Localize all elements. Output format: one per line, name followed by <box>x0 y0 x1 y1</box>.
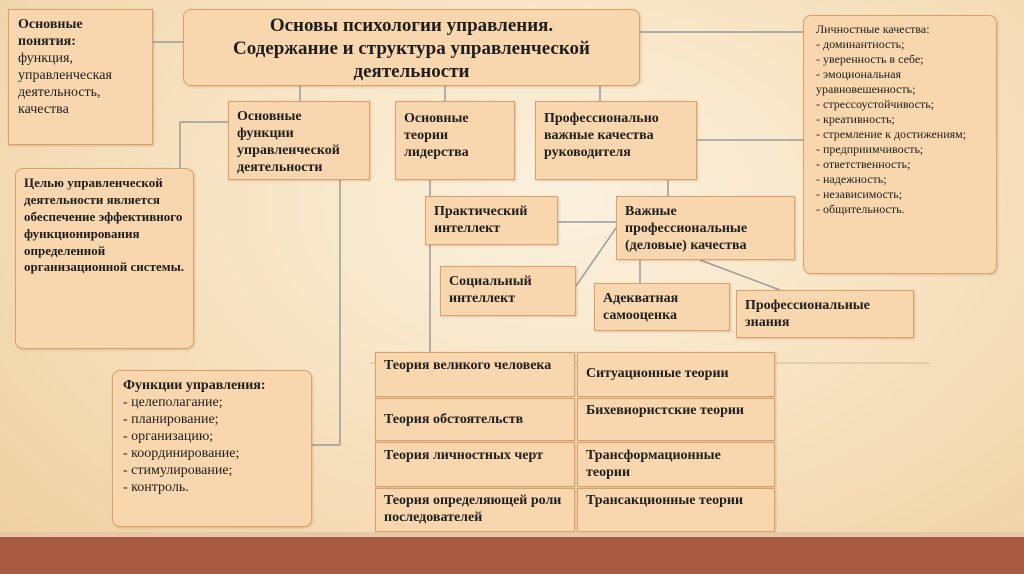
theory-left-text: Теория обстоятельств <box>384 412 524 427</box>
pq-item: - стрессоустойчивость; <box>816 97 935 111</box>
theories-column-text: Основные теории лидерства <box>404 111 469 161</box>
theory-right-text: Бихевиористские теории <box>586 403 744 418</box>
important-qualities-text: Важные профессиональные (деловые) качест… <box>625 204 748 254</box>
social-intellect-box: Социальный интеллект <box>440 266 576 316</box>
pq-item: - уверенность в себе; <box>816 52 924 66</box>
theory-left-text: Теория личностных черт <box>384 448 544 463</box>
management-functions-heading: Функции управления: <box>123 378 266 393</box>
mf-item: - целеполагание; <box>123 395 223 411</box>
functions-column-text: Основные функции управленческой деятельн… <box>237 109 340 176</box>
self-esteem-box: Адекватная самооценка <box>594 283 730 331</box>
practical-intellect-text: Практический интеллект <box>434 204 528 237</box>
diagram-title: Основы психологии управления. Содержание… <box>183 9 640 86</box>
basic-concepts-text: функция, управленческая деятельность, ка… <box>18 51 112 118</box>
pq-item: - независимость; <box>816 187 903 201</box>
title-line-2: Содержание и структура управленческой <box>232 37 591 59</box>
theories-column-box: Основные теории лидерства <box>395 101 515 180</box>
goal-text: Целью управленческой деятельности являет… <box>24 175 184 275</box>
bottom-bar <box>0 537 1024 574</box>
theory-right-text: Трансформационные теории <box>586 448 721 481</box>
practical-intellect-box: Практический интеллект <box>425 196 558 245</box>
personal-qualities-heading: Личностные качества: <box>816 22 930 36</box>
mf-item: - планирование; <box>123 412 219 428</box>
functions-column-box: Основные функции управленческой деятельн… <box>228 101 370 180</box>
mf-item: - контроль. <box>123 480 189 496</box>
theory-situational: Ситуационные теории <box>577 352 775 397</box>
theory-transformational: Трансформационные теории <box>577 442 775 487</box>
pq-item: - ответственность; <box>816 157 911 171</box>
pq-item: - доминантность; <box>816 37 905 51</box>
title-line-3: деятельности <box>353 60 470 82</box>
important-qualities-box: Важные профессиональные (деловые) качест… <box>616 196 795 260</box>
goal-box: Целью управленческой деятельности являет… <box>15 168 194 349</box>
mf-item: - стимулирование; <box>123 463 233 479</box>
social-intellect-text: Социальный интеллект <box>449 274 532 307</box>
theory-circumstances: Теория обстоятельств <box>375 398 575 441</box>
theory-followers-role: Теория определяющей роли последователей <box>375 488 575 532</box>
theory-great-man: Теория великого человека <box>375 352 575 397</box>
pq-item: - креативность; <box>816 112 895 126</box>
theory-transactional: Трансакционные теории <box>577 488 775 532</box>
basic-concepts-box: Основные понятия: функция, управленческа… <box>8 9 153 145</box>
pq-item: - эмоциональная уравновешенность; <box>816 67 916 96</box>
title-line-1: Основы психологии управления. <box>269 15 554 36</box>
pq-item: - надежность; <box>816 172 887 186</box>
personal-qualities-box: Личностные качества: - доминантность; - … <box>803 15 997 274</box>
self-esteem-text: Адекватная самооценка <box>603 291 679 324</box>
qualities-column-text: Профессионально важные качества руководи… <box>544 111 659 161</box>
theory-left-text: Теория великого человека <box>384 358 552 373</box>
theory-left-text: Теория определяющей роли последователей <box>384 493 562 526</box>
pq-item: - стремление к достижениям; <box>816 127 967 141</box>
mf-item: - координирование; <box>123 446 240 462</box>
theory-right-text: Трансакционные теории <box>586 493 744 508</box>
pq-item: - общительность. <box>816 202 905 216</box>
basic-concepts-heading: Основные понятия: <box>18 17 83 50</box>
qualities-column-box: Профессионально важные качества руководи… <box>535 101 697 180</box>
pq-item: - предприимчивость; <box>816 142 924 156</box>
theory-right-text: Ситуационные теории <box>586 366 729 381</box>
bottom-bar-highlight <box>0 532 1024 537</box>
theory-personal-traits: Теория личностных черт <box>375 442 575 487</box>
professional-knowledge-box: Профессиональные знания <box>736 290 914 338</box>
mf-item: - организацию; <box>123 429 214 445</box>
theory-behaviorist: Бихевиористские теории <box>577 398 775 441</box>
professional-knowledge-text: Профессиональные знания <box>745 298 870 331</box>
management-functions-box: Функции управления: - целеполагание; - п… <box>112 370 312 527</box>
